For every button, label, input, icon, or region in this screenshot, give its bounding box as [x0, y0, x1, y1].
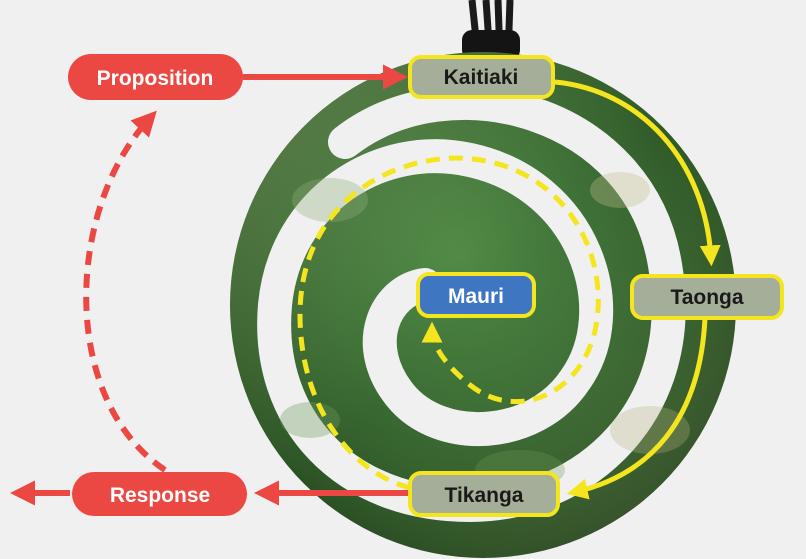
node-taonga-label: Taonga	[670, 286, 743, 309]
node-mauri: Mauri	[418, 274, 534, 316]
node-kaitiaki-label: Kaitiaki	[444, 66, 519, 89]
node-response: Response	[72, 472, 247, 516]
node-taonga: Taonga	[632, 276, 782, 318]
node-proposition: Proposition	[68, 54, 243, 100]
node-response-label: Response	[110, 484, 210, 507]
node-mauri-label: Mauri	[448, 285, 504, 308]
edge-response-proposition	[86, 118, 165, 470]
node-tikanga: Tikanga	[410, 473, 558, 515]
node-tikanga-label: Tikanga	[445, 484, 524, 507]
node-kaitiaki: Kaitiaki	[410, 57, 553, 97]
node-proposition-label: Proposition	[97, 67, 214, 90]
